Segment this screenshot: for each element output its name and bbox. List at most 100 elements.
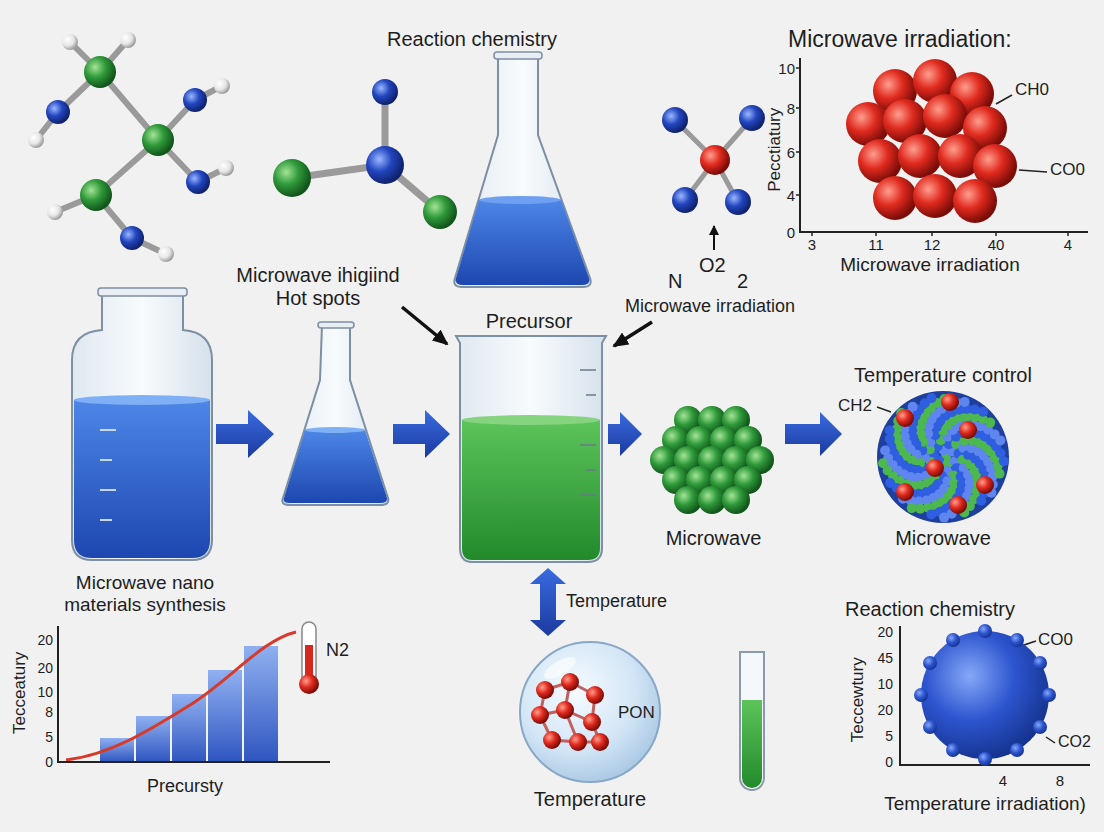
molecule-illustration (47, 204, 63, 220)
section-heading: Reaction chemistry (845, 598, 1015, 621)
node-shape (100, 519, 112, 521)
node-heading: Temperature control (854, 364, 1032, 387)
beaker-node: Precursor (450, 305, 608, 568)
callout-label: PON (618, 703, 655, 723)
node-shape (926, 509, 936, 519)
molecule-illustration (120, 32, 136, 48)
bar-chart (208, 670, 242, 762)
node-shape (580, 369, 596, 371)
node-shape (520, 642, 660, 782)
node-shape (46, 285, 244, 622)
tick-label: 12 (924, 236, 941, 253)
node-shape (949, 496, 967, 514)
molecule-illustration (28, 132, 44, 148)
bar-chart (66, 632, 296, 760)
node-shape (698, 486, 726, 514)
callout-label: CO0 (1050, 160, 1085, 180)
node-caption: Microwave (666, 527, 762, 550)
node-shape (907, 503, 917, 513)
chart-axes (796, 58, 1088, 236)
node-shape (74, 395, 210, 405)
node-shape (100, 430, 116, 520)
reaction-flask (494, 52, 542, 59)
molecule-illustration (84, 56, 116, 88)
node-shape (985, 418, 995, 428)
node-shape (450, 305, 608, 568)
test-tube (742, 700, 762, 788)
molecule-illustration (183, 88, 207, 112)
block-arrow-connector (785, 412, 842, 456)
node-shape (580, 444, 596, 446)
node-shape (586, 469, 596, 471)
node-shape (877, 391, 1009, 523)
particle-cluster (913, 174, 957, 218)
callout-label: CO2 (1058, 733, 1091, 751)
small-flask (284, 430, 388, 503)
molecule-illustration (120, 226, 144, 250)
molecule-illustration (662, 105, 765, 250)
nanoparticle-chart (900, 626, 1090, 765)
leader-line (1024, 641, 1036, 645)
section-heading: Microwave irradiation: (788, 26, 1012, 52)
tick-label: 20 (877, 624, 893, 640)
callout-label: CH2 (838, 396, 872, 416)
nanoparticle-chart (914, 624, 1056, 766)
node-shape (586, 394, 596, 396)
node-shape (674, 486, 702, 514)
thermometer (299, 622, 319, 694)
molecule-illustration (186, 170, 210, 194)
molecule-illustration (662, 107, 688, 133)
node-shape (960, 397, 970, 407)
node-shape (462, 420, 600, 560)
molecule-illustration (739, 105, 765, 131)
bar-chart (136, 716, 170, 762)
small-flask (282, 322, 388, 505)
node-shape (100, 489, 116, 491)
bar-chart (244, 646, 278, 762)
callout-label: CO0 (1038, 630, 1073, 650)
tick-label: 4 (999, 772, 1007, 789)
leader-line (996, 95, 1012, 104)
section-heading: Reaction chemistry (387, 28, 557, 51)
small-flask (318, 322, 354, 328)
nanoparticle-chart (978, 624, 992, 638)
node-shape (941, 393, 959, 411)
node-shape (583, 713, 601, 731)
particle-cluster (953, 179, 997, 223)
particle-cluster (846, 59, 1017, 223)
nanoparticle-chart (914, 688, 928, 702)
tick-label: 10 (877, 676, 893, 692)
node-shape (976, 476, 994, 494)
tick-label: 8 (45, 704, 53, 720)
nanoparticle-chart (1042, 688, 1056, 702)
molecule-illustration (700, 145, 730, 175)
node-shape (74, 400, 210, 558)
tick-label: 5 (45, 729, 53, 745)
node-shape (959, 421, 977, 439)
nanoparticle-chart (1033, 720, 1047, 734)
node-shape (926, 459, 944, 477)
axis-title: Temperature irradiation) (884, 793, 1086, 815)
node-shape (896, 409, 914, 427)
node-shape (976, 496, 986, 506)
small-flask (282, 325, 388, 505)
callout-label: Microwave irradiation (625, 296, 795, 317)
axis-title: Pecctiatury (765, 108, 785, 192)
block-arrow (216, 410, 450, 458)
tick-label: 40 (988, 236, 1005, 253)
nanoparticle-chart (923, 656, 937, 670)
molecule-illustration (80, 179, 112, 211)
edge-label: Temperature (564, 591, 669, 612)
tick-label: 20 (37, 632, 53, 648)
nanoparticle-chart (978, 752, 992, 766)
bottle-node: Microwave nano materials synthesis (46, 285, 244, 622)
nanoparticle-chart (921, 631, 1049, 759)
molecule-illustration (218, 160, 234, 176)
formula-label: 2 (737, 270, 748, 293)
node-shape (561, 673, 579, 691)
reaction-flask (479, 196, 561, 204)
node-shape (543, 731, 561, 749)
molecule-illustration (28, 32, 234, 262)
tick-label: 3 (808, 236, 816, 253)
tick-label: 6 (787, 144, 795, 161)
